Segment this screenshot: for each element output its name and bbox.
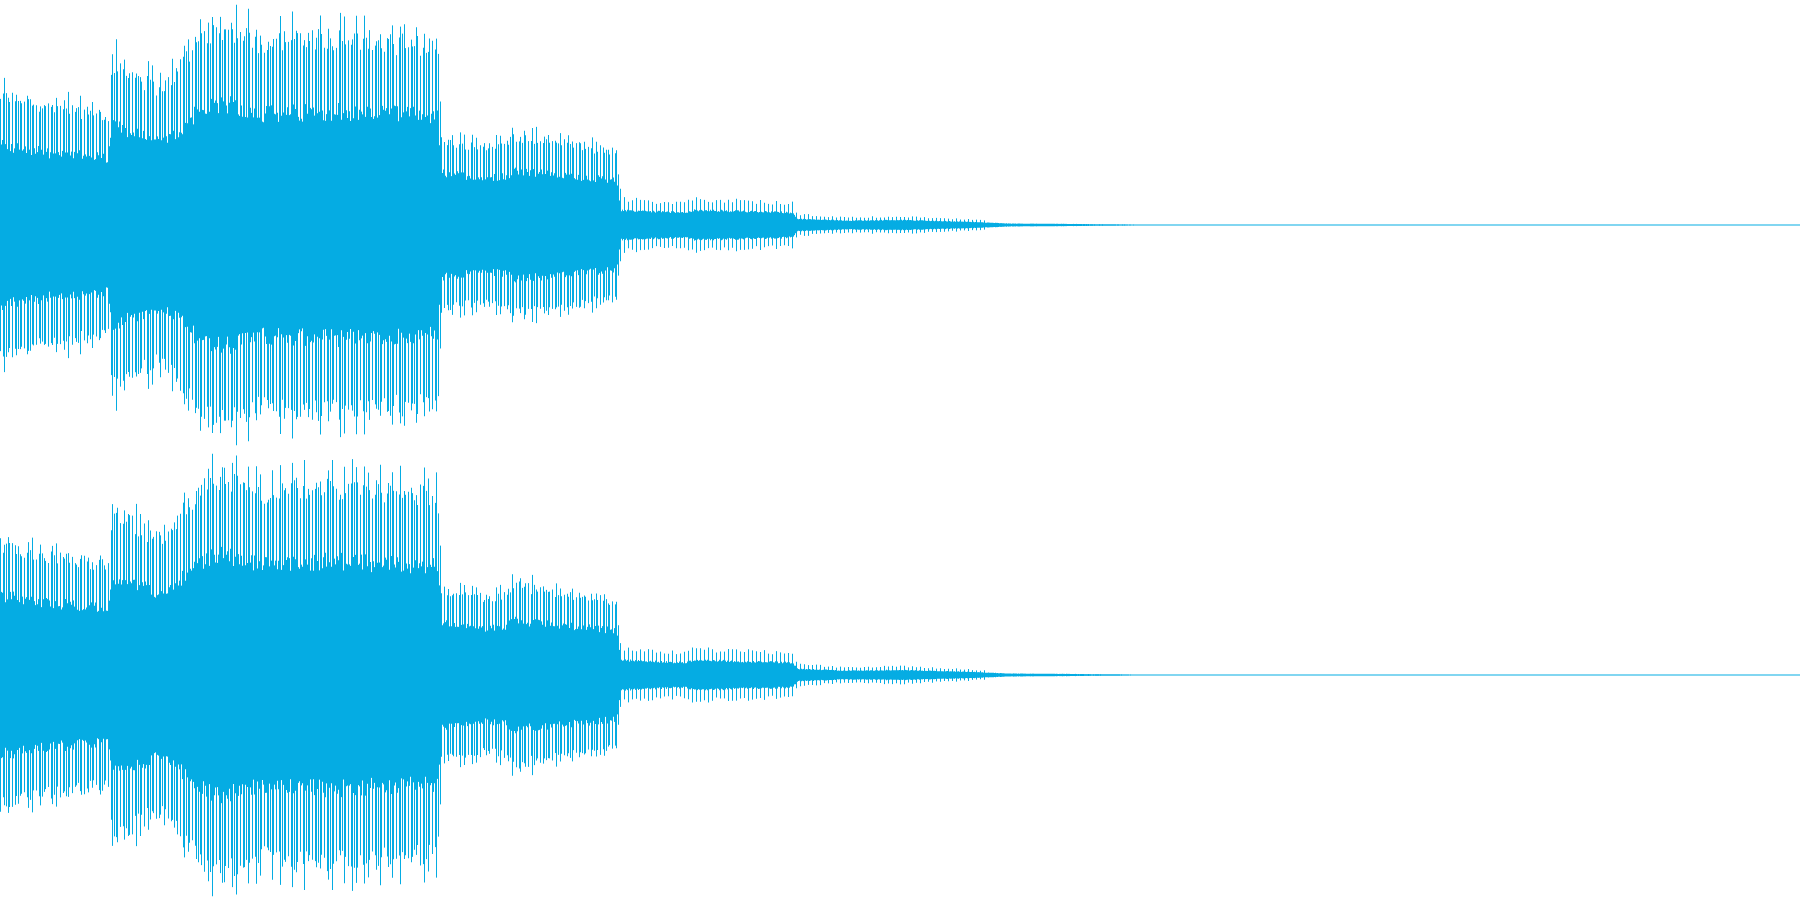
waveform-peaks xyxy=(0,453,985,897)
waveform-channel-2 xyxy=(0,453,1800,897)
waveform-peaks xyxy=(0,4,985,446)
waveform-channel-1 xyxy=(0,4,1800,446)
